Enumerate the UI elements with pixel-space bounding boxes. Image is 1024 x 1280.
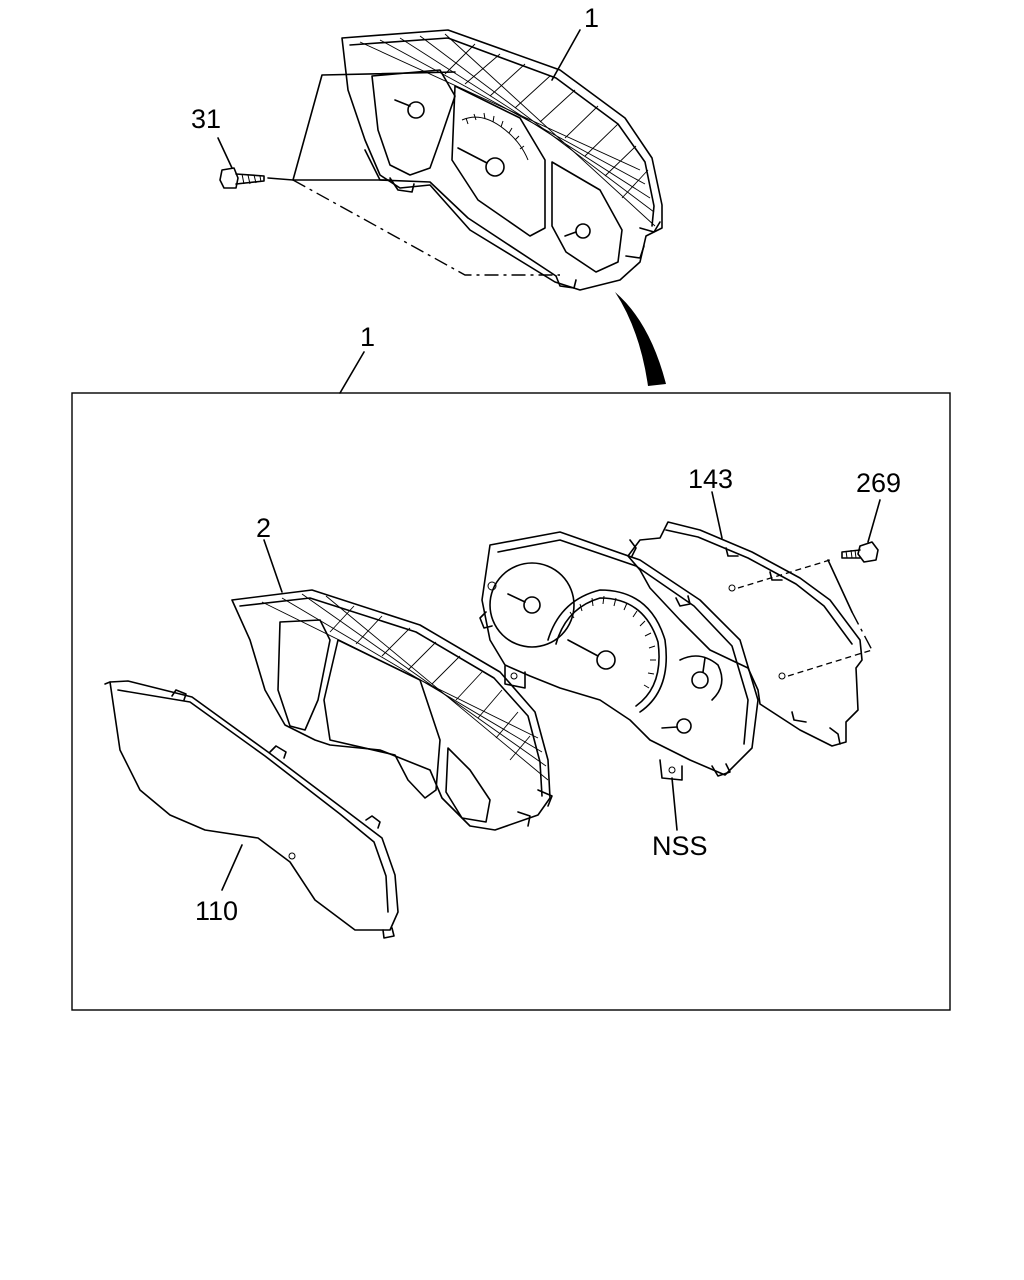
top-hood-grid (359, 33, 656, 227)
label-110: 110 (195, 896, 238, 926)
leader-143 (711, 491, 723, 539)
leader-269-bracket-b (851, 611, 873, 651)
label-nss: NSS (652, 831, 708, 861)
label-143: 143 (688, 464, 733, 494)
curved-arrow (615, 292, 666, 386)
leader-110 (221, 844, 243, 891)
lens-110-drawing (104, 680, 399, 939)
hood-grid (261, 593, 549, 781)
rear-cover-143-drawing (627, 521, 863, 747)
screw-269-path-lower (787, 649, 873, 677)
screw-31-drawing (219, 167, 265, 189)
label-2: 2 (256, 513, 271, 543)
leader-1-box (339, 351, 365, 394)
leader-269 (867, 499, 881, 543)
leader-1-top (551, 29, 581, 81)
phantom-line-31 (292, 179, 560, 276)
leader-31 (292, 71, 456, 181)
leader-31-b (267, 177, 391, 181)
leader-269-bracket (827, 559, 853, 613)
label-31: 31 (191, 104, 221, 134)
leader-31-label (217, 137, 233, 169)
label-1-top: 1 (584, 3, 599, 33)
leader-2 (263, 539, 283, 593)
label-269: 269 (856, 468, 901, 498)
label-1-box: 1 (360, 322, 375, 352)
hood-2-drawing (231, 589, 553, 831)
leader-nss (671, 777, 678, 831)
exploded-view-frame (71, 392, 951, 1011)
screw-269-path-upper (737, 559, 831, 589)
assembled-cluster-drawing (341, 29, 663, 291)
screw-269-drawing (841, 541, 879, 563)
gauge-unit-drawing (479, 531, 759, 781)
